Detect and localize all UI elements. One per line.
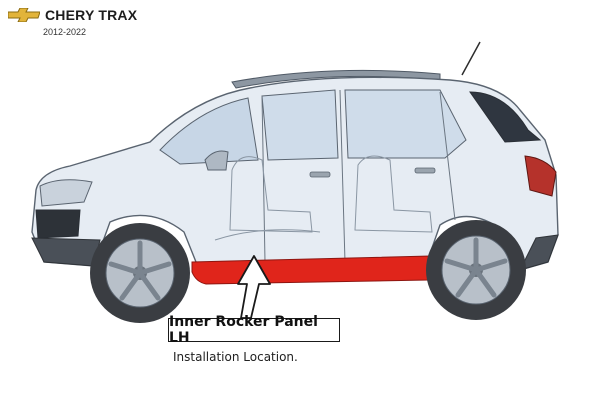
front-door-window: [261, 89, 339, 161]
front-grille: [35, 209, 81, 239]
callout-label-box: Inner Rocker Panel LH: [168, 314, 340, 346]
front-bumper-cladding: [31, 237, 101, 267]
brand-header: CHERY TRAX: [8, 7, 137, 23]
brand-title: CHERY TRAX: [45, 7, 138, 23]
bowtie-logo-icon: [8, 8, 40, 22]
interior-seats: [214, 155, 433, 241]
b-pillar-seam: [261, 95, 266, 263]
tail-light: [524, 155, 557, 197]
rear-wheel: [426, 220, 526, 320]
installation-caption: Installation Location.: [173, 350, 298, 364]
rear-bumper-cladding: [519, 234, 559, 271]
side-mirror: [204, 150, 229, 171]
front-wheel: [90, 223, 190, 323]
windshield: [159, 97, 259, 165]
c-pillar-seam: [339, 89, 346, 263]
rear-door-window: [344, 89, 467, 159]
brand-years: 2012-2022: [43, 27, 87, 37]
antenna: [461, 41, 481, 76]
callout-label: Inner Rocker Panel LH: [169, 314, 318, 346]
rear-door-seam: [439, 91, 456, 221]
headlight: [39, 179, 93, 207]
rear-quarter-glass: [469, 91, 542, 143]
rear-door-handle: [414, 167, 436, 174]
front-door-handle: [309, 171, 331, 178]
